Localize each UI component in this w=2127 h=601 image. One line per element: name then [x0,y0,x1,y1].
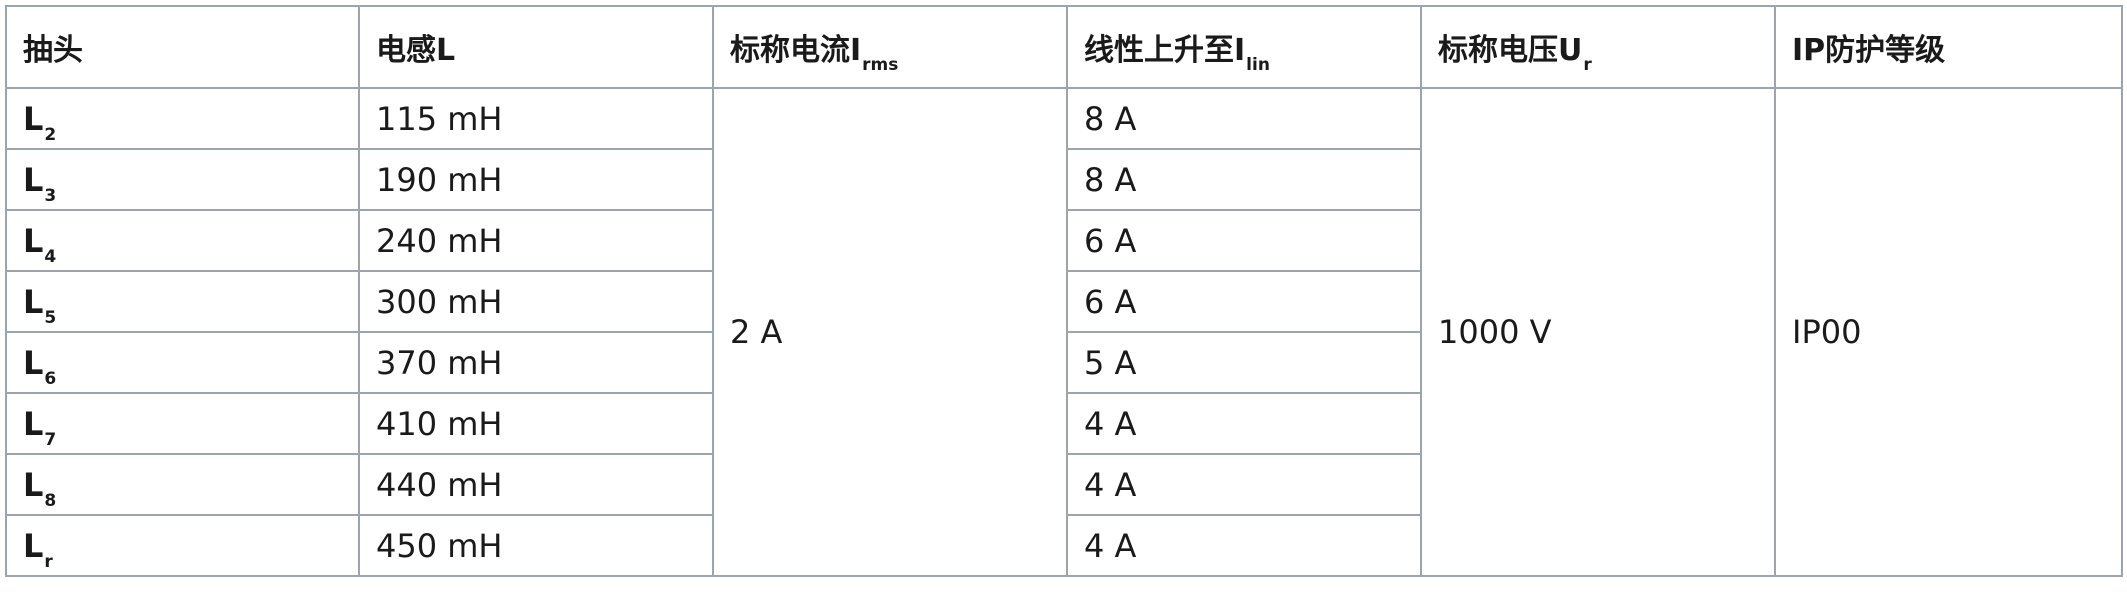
header-rated-current-label: 标称电流I [730,33,862,68]
header-tap-label: 抽头 [23,33,83,68]
header-linear-current-subscript: lin [1246,55,1270,75]
tap-label: L [23,99,44,138]
linear-current-cell: 8 A [1066,148,1422,211]
tap-subscript: 6 [44,368,57,389]
header-linear-current-label: 线性上升至I [1084,33,1246,68]
inductance-cell: 370 mH [358,331,714,394]
header-rated-voltage-label: 标称电压U [1438,33,1583,68]
inductance-cell: 300 mH [358,270,714,333]
tap-label: L [23,160,44,199]
linear-current-cell: 6 A [1066,270,1422,333]
table-header: 抽头 电感L 标称电流Irms 线性上升至Ilin 标称电压Ur IP防护等级 [5,5,2123,89]
inductance-cell: 190 mH [358,148,714,211]
tap-label: L [23,343,44,382]
rated-voltage-cell: 1000 V [1420,87,1776,577]
header-linear-current: 线性上升至Ilin [1066,5,1422,89]
linear-current-cell: 4 A [1066,514,1422,577]
inductance-cell: 450 mH [358,514,714,577]
header-rated-current: 标称电流Irms [712,5,1068,89]
tap-subscript: 5 [44,307,57,328]
header-inductance: 电感L [358,5,714,89]
tap-cell: L8 [5,453,360,516]
tap-label: L [23,221,44,260]
tap-label: L [23,465,44,504]
table-row: L4 240 mH 6 A [5,209,2122,272]
header-rated-voltage: 标称电压Ur [1420,5,1776,89]
inductance-cell: 240 mH [358,209,714,272]
ip-rating-cell: IP00 [1774,87,2123,577]
linear-current-cell: 6 A [1066,209,1422,272]
linear-current-cell: 4 A [1066,453,1422,516]
header-inductance-label: 电感L [376,33,456,68]
tap-label: L [23,526,44,565]
header-ip-rating-label: IP防护等级 [1792,33,1946,68]
tap-label: L [23,282,44,321]
tap-subscript: 4 [44,246,57,267]
header-rated-current-subscript: rms [862,55,899,75]
tap-cell: L5 [5,270,360,333]
linear-current-cell: 4 A [1066,392,1422,455]
table-row: L3 190 mH 8 A [5,148,2122,211]
table-row: L2 115 mH 2 A 8 A 1000 V IP00 [5,87,2123,577]
tap-cell: L6 [5,331,360,394]
tap-cell: L3 [5,148,360,211]
tap-subscript: 3 [44,185,57,206]
header-tap: 抽头 [5,5,360,89]
header-row: 抽头 电感L 标称电流Irms 线性上升至Ilin 标称电压Ur IP防护等级 [5,5,2123,89]
inductance-cell: 410 mH [358,392,714,455]
header-ip-rating: IP防护等级 [1774,5,2123,89]
tap-subscript: r [44,551,53,572]
table-row: Lr 450 mH 4 A [5,514,2122,577]
table-row: L6 370 mH 5 A [5,331,2122,394]
linear-current-cell: 8 A [1066,87,1422,150]
tap-subscript: 7 [44,429,57,450]
table-row: L8 440 mH 4 A [5,453,2122,516]
tap-label: L [23,404,44,443]
linear-current-cell: 5 A [1066,331,1422,394]
tap-subscript: 2 [44,124,57,145]
tap-cell: Lr [5,514,360,577]
inductor-spec-table: 抽头 电感L 标称电流Irms 线性上升至Ilin 标称电压Ur IP防护等级 … [5,5,2123,577]
table-body: L2 115 mH 2 A 8 A 1000 V IP00 L3 190 mH … [5,87,2123,577]
table-row: L5 300 mH 6 A [5,270,2122,333]
rated-current-cell: 2 A [712,87,1068,577]
tap-cell: L4 [5,209,360,272]
tap-cell: L7 [5,392,360,455]
header-rated-voltage-subscript: r [1583,55,1592,75]
tap-subscript: 8 [44,490,57,511]
inductance-cell: 440 mH [358,453,714,516]
tap-cell: L2 [5,87,360,150]
inductance-cell: 115 mH [358,87,714,150]
table-row: L7 410 mH 4 A [5,392,2122,455]
